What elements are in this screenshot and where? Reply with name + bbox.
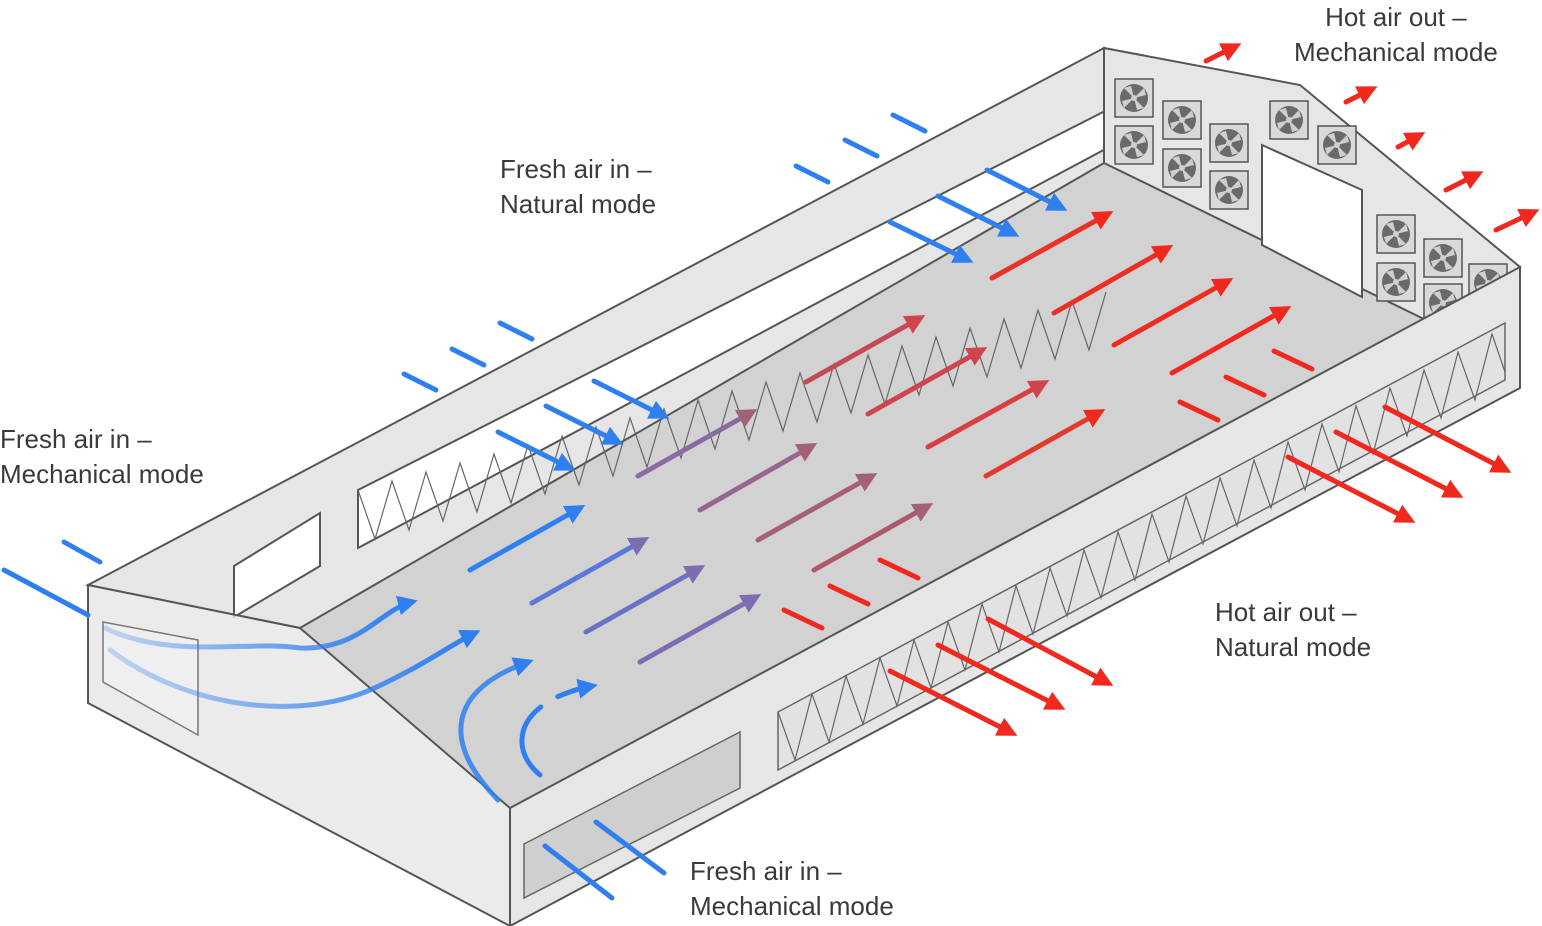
label-hot-air-natural: Hot air out – Natural mode bbox=[1215, 595, 1371, 665]
label-fresh-air-mechanical-bottom: Fresh air in – Mechanical mode bbox=[690, 854, 894, 924]
label-line: Mechanical mode bbox=[1294, 37, 1498, 67]
fan-icon bbox=[1209, 123, 1249, 163]
fan-icon bbox=[1162, 100, 1202, 140]
label-fresh-air-mechanical-left: Fresh air in – Mechanical mode bbox=[0, 422, 204, 492]
fan-icon bbox=[1376, 262, 1416, 302]
natural-inflow-arrows bbox=[401, 112, 1068, 471]
label-line: Hot air out – bbox=[1325, 2, 1467, 32]
front-wall-truss bbox=[777, 331, 1506, 763]
label-line: Hot air out – bbox=[1215, 597, 1357, 627]
mechanical-inflow-left bbox=[1, 539, 103, 618]
back-wall-side-window bbox=[233, 511, 321, 619]
left-end-opening bbox=[102, 621, 199, 737]
label-line: Mechanical mode bbox=[690, 891, 894, 921]
fan-icon bbox=[1162, 148, 1202, 188]
label-hot-air-mechanical: Hot air out – Mechanical mode bbox=[1294, 0, 1498, 70]
label-line: Natural mode bbox=[500, 189, 657, 219]
fan-icon bbox=[1376, 214, 1416, 254]
label-line: Natural mode bbox=[1215, 632, 1372, 662]
fan-icon bbox=[1423, 238, 1463, 278]
front-wall-low-panel bbox=[523, 730, 741, 900]
fan-icon bbox=[1317, 125, 1357, 165]
mechanical-inflow-curves bbox=[102, 595, 598, 803]
natural-outflow-arrows bbox=[781, 348, 1512, 736]
mechanical-inflow-bottom bbox=[542, 819, 667, 901]
label-line: Fresh air in – bbox=[0, 424, 152, 454]
fan-icon bbox=[1269, 100, 1309, 140]
mechanical-outflow-arrows bbox=[1203, 43, 1540, 233]
label-line: Fresh air in – bbox=[500, 154, 652, 184]
label-fresh-air-natural: Fresh air in – Natural mode bbox=[500, 152, 656, 222]
fan-icon bbox=[1114, 78, 1154, 118]
fan-icon bbox=[1114, 125, 1154, 165]
gable-door-opening bbox=[1261, 143, 1363, 299]
interior-airflow-arrows bbox=[467, 211, 1292, 665]
fan-icon bbox=[1209, 170, 1249, 210]
label-line: Fresh air in – bbox=[690, 856, 842, 886]
label-line: Mechanical mode bbox=[0, 459, 204, 489]
